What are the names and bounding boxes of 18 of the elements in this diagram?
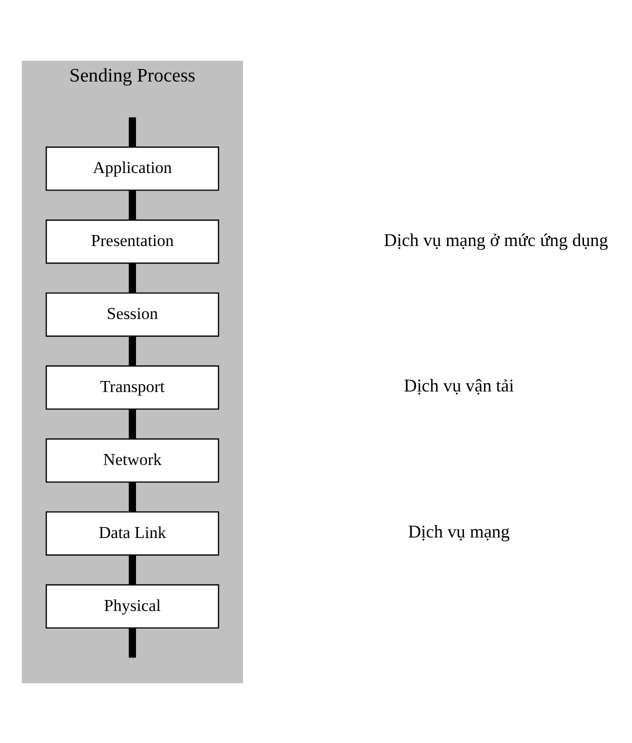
label: Dịch vụ mạng ở mức ứng dụng (384, 229, 608, 250)
node-box: Session (46, 292, 220, 336)
node-box: Network (46, 438, 220, 482)
connector (128, 116, 136, 146)
connector (128, 336, 136, 366)
node-box: Presentation (46, 219, 220, 264)
node-box: Transport (46, 364, 220, 410)
connector (128, 190, 136, 220)
connector (128, 554, 136, 584)
node-box: Data Link (46, 510, 220, 556)
node-box: Physical (46, 584, 220, 628)
node-box: Application (46, 146, 220, 190)
label: Dịch vụ mạng (408, 521, 510, 542)
connector (128, 408, 136, 438)
connector (128, 482, 136, 512)
connector (128, 628, 136, 658)
label: Dịch vụ vận tải (404, 375, 514, 396)
connector (128, 262, 136, 292)
